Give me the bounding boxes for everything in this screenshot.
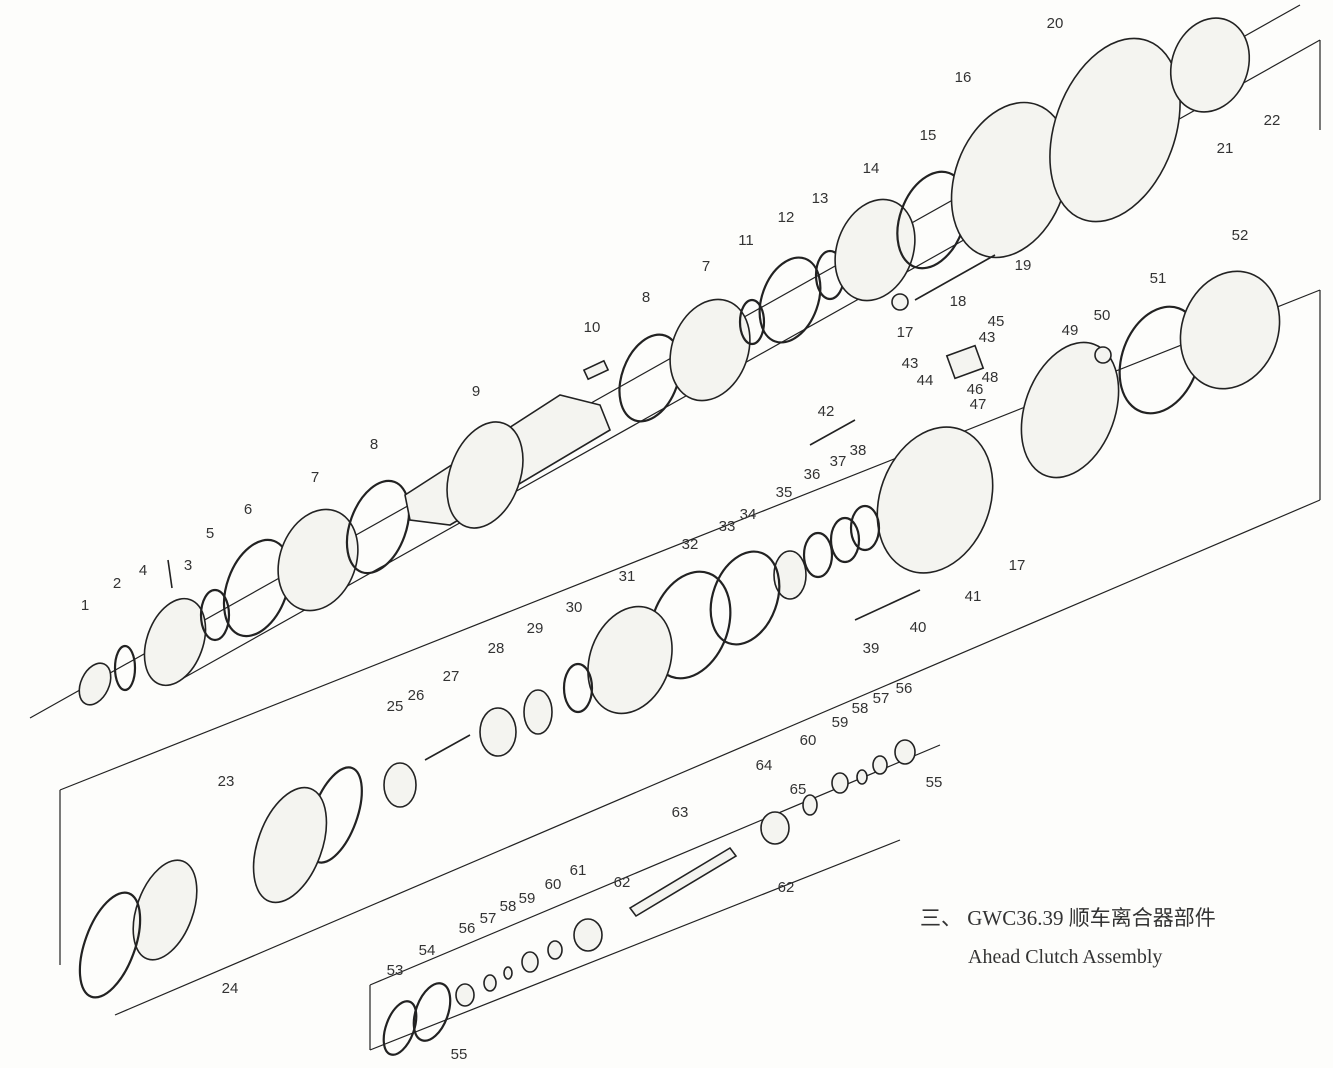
part-label-15: 15	[920, 127, 937, 144]
part-label-41: 41	[965, 588, 982, 605]
part-label-21: 21	[1217, 140, 1234, 157]
part-label-65: 65	[790, 781, 807, 798]
part-label-55: 55	[451, 1046, 468, 1063]
part-label-56: 56	[459, 920, 476, 937]
part-label-16: 16	[955, 69, 972, 86]
part-label-57: 57	[873, 690, 890, 707]
part-label-47: 47	[970, 396, 987, 413]
part-label-37: 37	[830, 453, 847, 470]
part-label-9: 9	[472, 383, 480, 400]
part-label-3: 3	[184, 557, 192, 574]
caption-title-cn: 三、 GWC36.39 顺车离合器部件	[920, 906, 1216, 930]
part-label-17: 17	[1009, 557, 1026, 574]
part-label-7: 7	[311, 469, 319, 486]
part-label-19: 19	[1015, 257, 1032, 274]
part-label-53: 53	[387, 962, 404, 979]
part-label-8: 8	[642, 289, 650, 306]
part-label-42: 42	[818, 403, 835, 420]
part-label-10: 10	[584, 319, 601, 336]
part-label-8: 8	[370, 436, 378, 453]
part-label-32: 32	[682, 536, 699, 553]
part-label-25: 25	[387, 698, 404, 715]
part-label-18: 18	[950, 293, 967, 310]
part-label-43: 43	[902, 355, 919, 372]
part-label-64: 64	[756, 757, 773, 774]
part-label-7: 7	[702, 258, 710, 275]
part-label-45: 45	[988, 313, 1005, 330]
part-label-58: 58	[500, 898, 517, 915]
part-label-2: 2	[113, 575, 121, 592]
part-label-22: 22	[1264, 112, 1281, 129]
part-label-11: 11	[738, 232, 754, 249]
part-label-43: 43	[979, 329, 996, 346]
part-label-33: 33	[719, 518, 736, 535]
part-label-49: 49	[1062, 322, 1079, 339]
part-label-6: 6	[244, 501, 252, 518]
part-label-48: 48	[982, 369, 999, 386]
part-label-30: 30	[566, 599, 583, 616]
part-label-12: 12	[778, 209, 795, 226]
caption: 三、 GWC36.39 顺车离合器部件 Ahead Clutch Assembl…	[920, 902, 1216, 969]
part-label-24: 24	[222, 980, 239, 997]
part-label-36: 36	[804, 466, 821, 483]
part-label-38: 38	[850, 442, 867, 459]
part-label-40: 40	[910, 619, 927, 636]
part-label-44: 44	[917, 372, 934, 389]
part-label-63: 63	[672, 804, 689, 821]
part-label-60: 60	[545, 876, 562, 893]
part-label-50: 50	[1094, 307, 1111, 324]
part-label-57: 57	[480, 910, 497, 927]
part-label-4: 4	[139, 562, 147, 579]
part-label-51: 51	[1150, 270, 1167, 287]
part-label-46: 46	[967, 381, 984, 398]
part-label-60: 60	[800, 732, 817, 749]
parts	[78, 17, 1281, 1056]
part-label-13: 13	[812, 190, 829, 207]
part-label-54: 54	[419, 942, 436, 959]
part-label-61: 61	[570, 862, 587, 879]
part-label-59: 59	[832, 714, 849, 731]
part-label-27: 27	[443, 668, 460, 685]
part-label-55: 55	[926, 774, 943, 791]
part-label-20: 20	[1047, 15, 1064, 32]
part-label-1: 1	[81, 597, 89, 614]
part-label-62: 62	[614, 874, 631, 891]
part-label-39: 39	[863, 640, 880, 657]
part-label-5: 5	[206, 525, 214, 542]
part-label-62: 62	[778, 879, 795, 896]
part-label-52: 52	[1232, 227, 1249, 244]
part-label-56: 56	[896, 680, 913, 697]
part-label-34: 34	[740, 506, 757, 523]
caption-title-en: Ahead Clutch Assembly	[968, 946, 1163, 968]
part-label-31: 31	[619, 568, 636, 585]
part-label-23: 23	[218, 773, 235, 790]
part-label-58: 58	[852, 700, 869, 717]
part-label-35: 35	[776, 484, 793, 501]
part-label-59: 59	[519, 890, 536, 907]
part-labels: 1234567891087111213141516202122191817454…	[81, 15, 1281, 1063]
part-label-26: 26	[408, 687, 425, 704]
part-label-28: 28	[488, 640, 505, 657]
part-label-17: 17	[897, 324, 914, 341]
part-label-29: 29	[527, 620, 544, 637]
part-label-14: 14	[863, 160, 880, 177]
